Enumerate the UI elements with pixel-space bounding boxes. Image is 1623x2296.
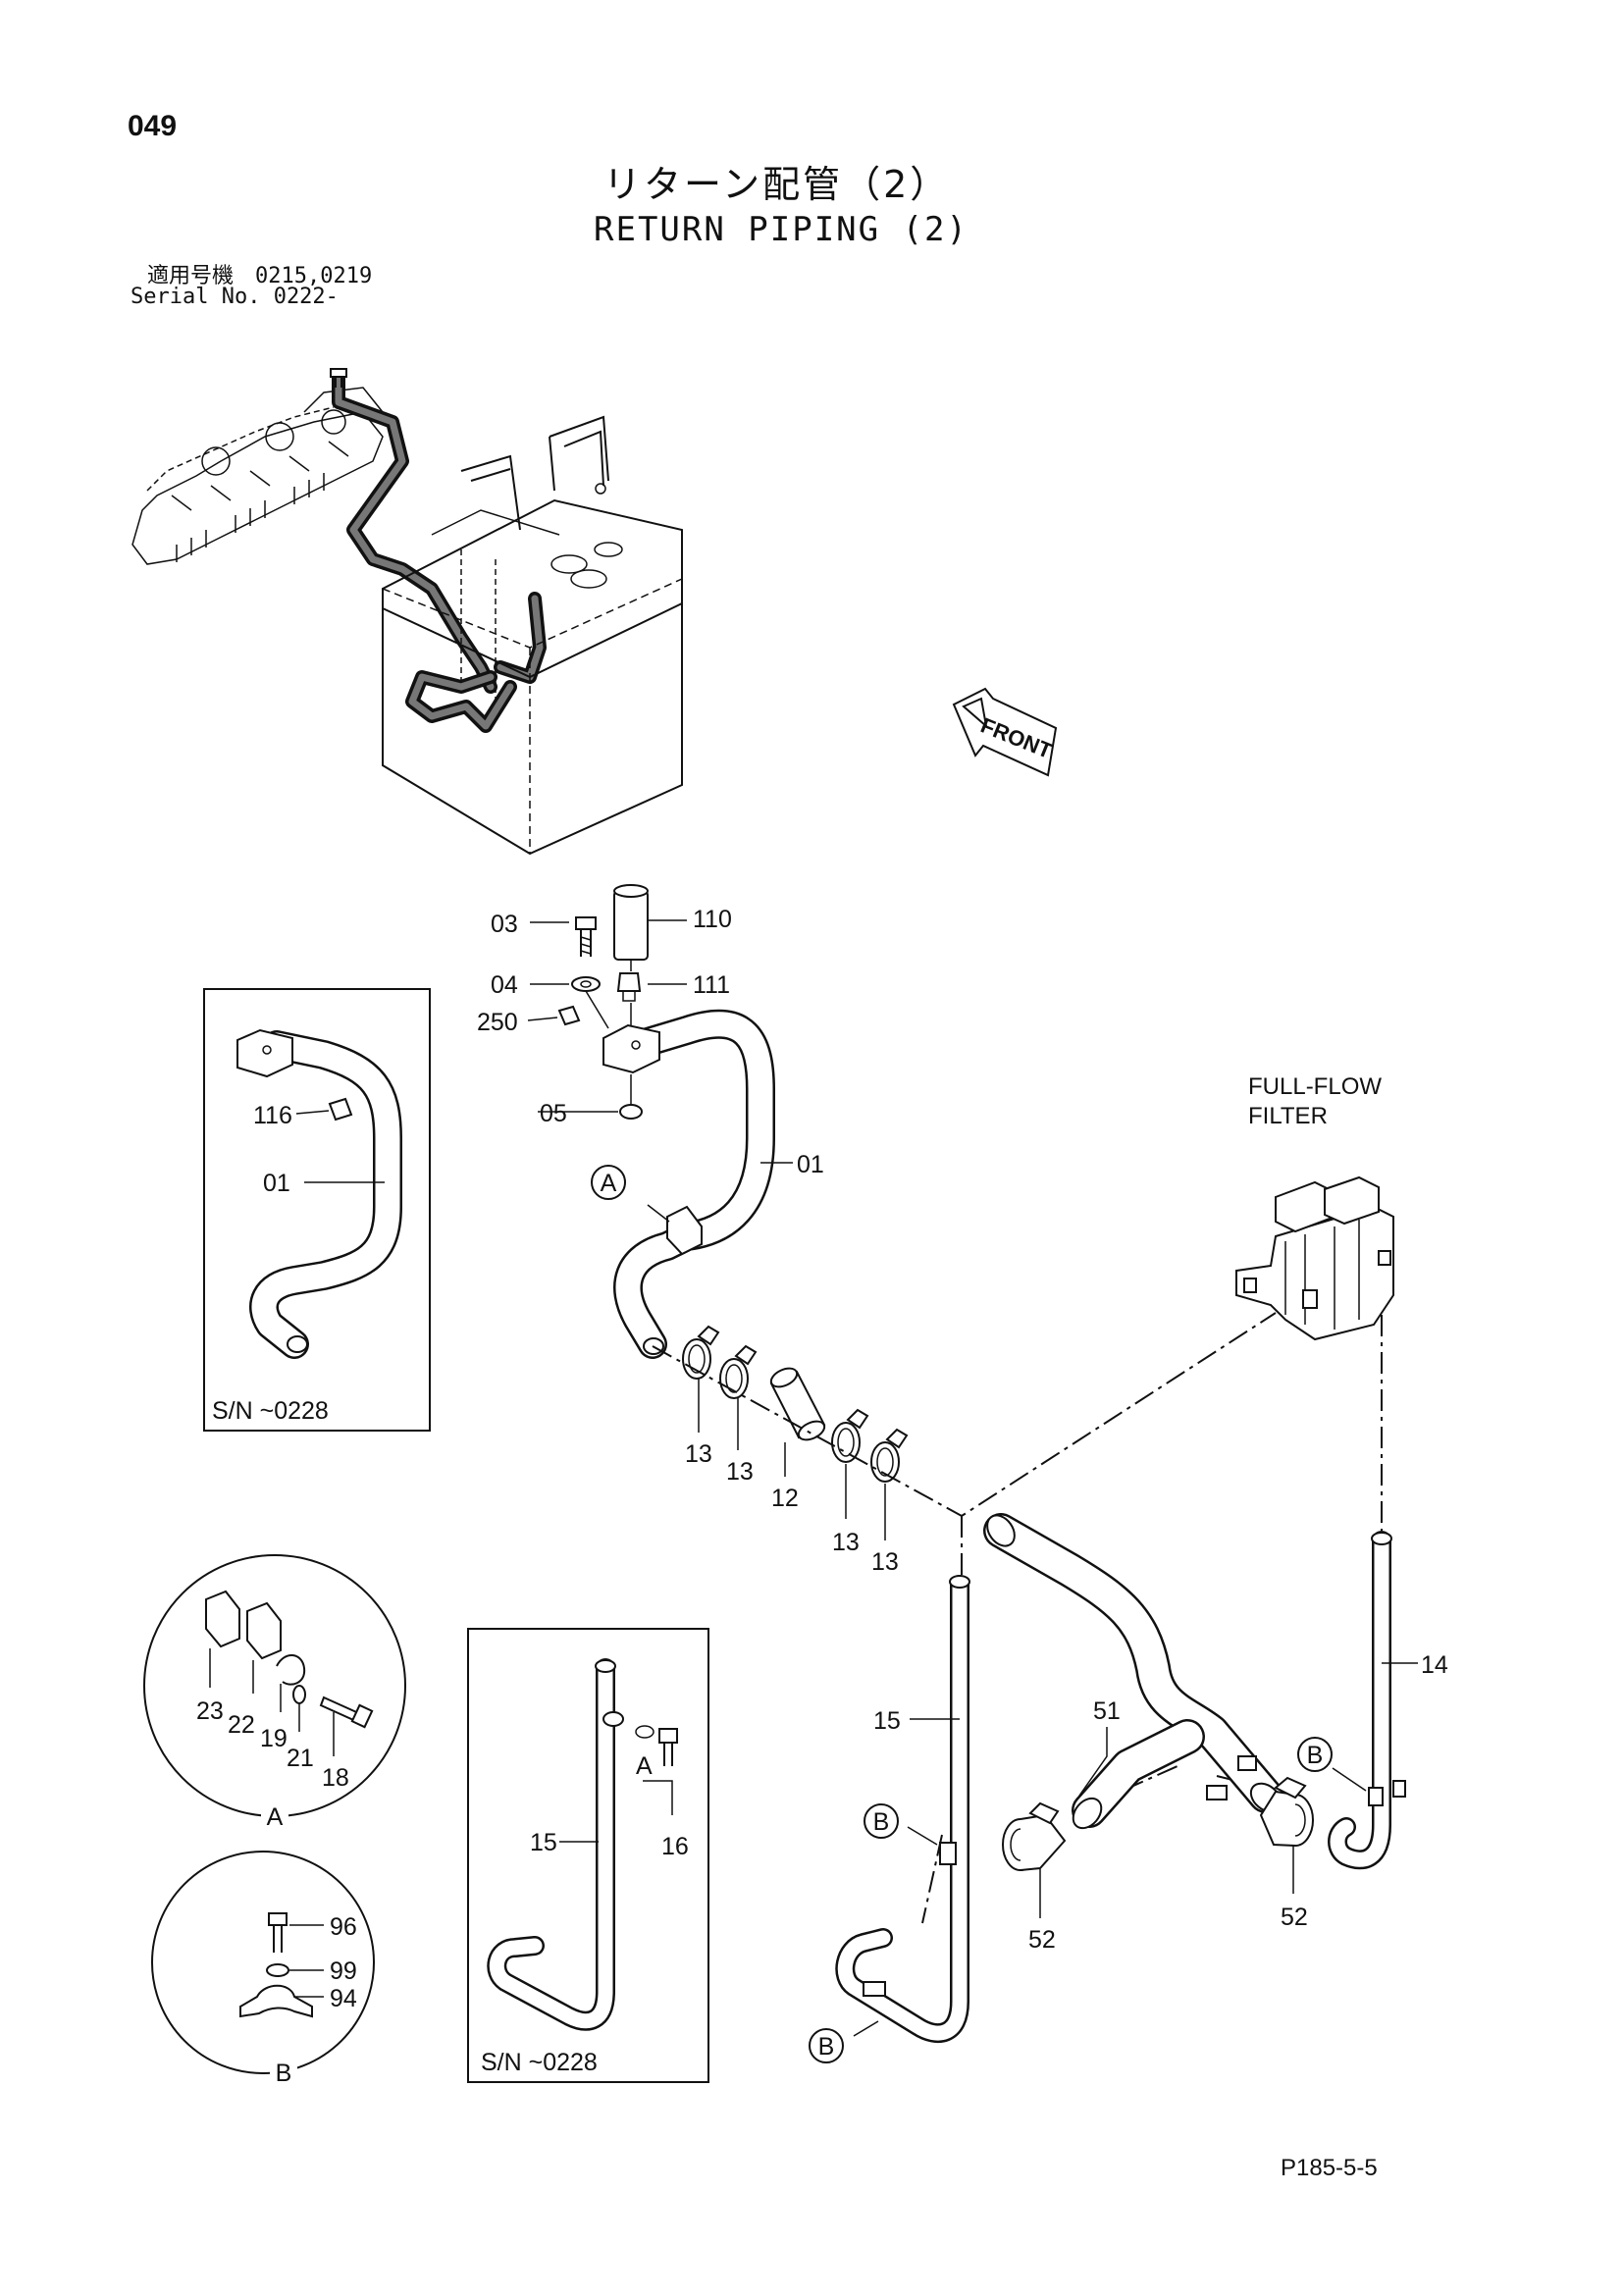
callout-13-a: 13 — [685, 1440, 712, 1468]
inset2-callout-a: A — [636, 1752, 653, 1780]
part-12-hose — [769, 1367, 826, 1441]
part-13-clamp-2 — [719, 1344, 758, 1399]
ref-marker-a: A — [591, 1165, 626, 1200]
applicable-serial-en: Serial No. 0222- — [131, 285, 339, 309]
callout-04: 04 — [491, 971, 518, 999]
detail-a-callout-19: 19 — [260, 1725, 288, 1752]
ref-marker-b3: B — [809, 2028, 844, 2063]
part-13-clamp-1 — [682, 1325, 720, 1380]
part-52-clamp-right — [1259, 1776, 1314, 1847]
detail-a-callout-21: 21 — [287, 1745, 314, 1772]
detail-b-name: B — [276, 2060, 292, 2087]
overview-return-hose — [332, 371, 497, 694]
inset-serial-pipe-15: 15 A 16 S/N ~0228 — [467, 1628, 709, 2083]
detail-a-callout-23: 23 — [196, 1697, 224, 1725]
inset2-label: S/N ~0228 — [481, 2049, 598, 2076]
callout-13-c: 13 — [832, 1529, 860, 1556]
callout-13-b: 13 — [726, 1458, 754, 1486]
applicable-serial-ja: 適用号機 0215,0219 — [147, 264, 373, 288]
inset-serial-hose-01: 116 01 S/N ~0228 — [203, 988, 431, 1432]
callout-13-d: 13 — [871, 1548, 899, 1576]
control-valve-drawing — [131, 387, 384, 565]
callout-51: 51 — [1093, 1697, 1121, 1725]
callout-14: 14 — [1421, 1651, 1448, 1679]
inset1-callout-116: 116 — [253, 1102, 292, 1129]
front-label: FRONT — [977, 712, 1056, 763]
part-52-clamp-left — [1002, 1801, 1067, 1871]
full-flow-filter-drawing — [1235, 1175, 1394, 1341]
callout-15: 15 — [873, 1707, 901, 1735]
detail-b-callout-99: 99 — [330, 1957, 357, 1985]
inset1-callout-01: 01 — [263, 1170, 290, 1197]
detail-b: 96 99 94 B — [151, 1851, 375, 2087]
callout-12: 12 — [771, 1485, 799, 1512]
main-hose-assembly: A B B B 03 04 250 05 110 111 01 13 13 — [477, 884, 1448, 2063]
svg-text:B: B — [1307, 1742, 1324, 1769]
callout-110: 110 — [693, 906, 732, 933]
detail-b-callout-96: 96 — [330, 1913, 357, 1941]
callout-05: 05 — [540, 1100, 567, 1127]
detail-b-callout-94: 94 — [330, 1985, 357, 2012]
callout-01: 01 — [797, 1151, 824, 1178]
svg-text:B: B — [818, 2033, 835, 2061]
callout-52-left: 52 — [1028, 1926, 1056, 1954]
title-english: RETURN PIPING (2) — [594, 210, 969, 249]
callout-52-right: 52 — [1281, 1904, 1308, 1931]
callout-03: 03 — [491, 911, 518, 938]
footer-reference: P185-5-5 — [1281, 2155, 1378, 2181]
hydraulic-tank-drawing — [382, 415, 683, 856]
page-number: 049 — [128, 110, 178, 142]
overview-assembly: FRONT — [131, 368, 1058, 856]
part-03-bolt-head — [575, 916, 597, 930]
part-13-clamp-4 — [870, 1428, 909, 1483]
ref-marker-b1: B — [864, 1803, 899, 1839]
ref-marker-b2: B — [1297, 1737, 1333, 1772]
detail-a-callout-18: 18 — [322, 1764, 349, 1792]
svg-text:B: B — [873, 1808, 890, 1836]
callout-250: 250 — [477, 1009, 518, 1036]
full-flow-filter-label: FULL-FLOW FILTER — [1248, 1073, 1383, 1129]
detail-a-callout-22: 22 — [228, 1711, 255, 1739]
title-japanese: リターン配管（2） — [603, 163, 951, 206]
part-13-clamp-3 — [831, 1408, 869, 1463]
inset2-callout-16: 16 — [661, 1833, 689, 1860]
detail-a: 23 22 19 21 18 A — [143, 1554, 406, 1831]
inset1-label: S/N ~0228 — [212, 1397, 329, 1425]
callout-111: 111 — [693, 971, 730, 999]
front-arrow: FRONT — [952, 687, 1058, 777]
detail-a-name: A — [267, 1803, 284, 1831]
inset2-callout-15: 15 — [530, 1829, 557, 1856]
svg-text:A: A — [601, 1170, 617, 1197]
